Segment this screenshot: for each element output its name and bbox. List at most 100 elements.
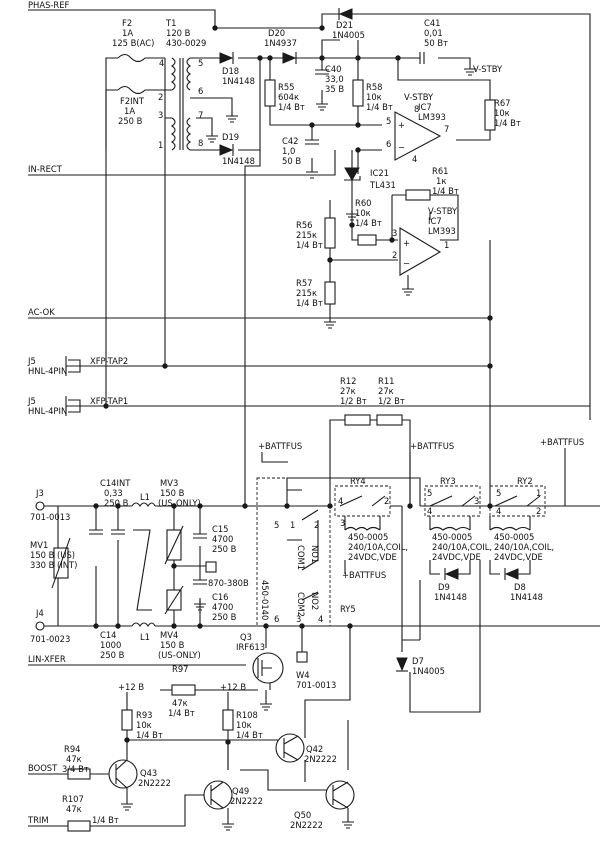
j5b-tap: XFP-TAP1 [90, 396, 128, 406]
net-battfus-2: +BATTFUS [410, 441, 454, 451]
label-text: 150 B (US) [30, 550, 75, 560]
label-text: Q49 [232, 786, 249, 796]
diode-d7 [396, 657, 408, 672]
label-d19: D19 1N4148 [222, 132, 255, 166]
label-text: 3 [474, 496, 479, 506]
label-text: 1N4148 [222, 156, 255, 166]
label-text: L1 [140, 632, 150, 642]
label-text: MV1 [30, 540, 48, 550]
label-text: R11 [378, 376, 394, 386]
diode-d19 [219, 144, 234, 156]
label-text: 240/10A,COIL, [348, 542, 408, 552]
label-text: 4700 [212, 602, 233, 612]
label-text: 2 [384, 496, 389, 506]
label-text: 10к [355, 208, 371, 218]
label-text: 5 [496, 488, 501, 498]
label-text: 450-0140 [260, 580, 270, 620]
j4-ref: J4 [35, 608, 44, 618]
label-text: 47к [172, 698, 188, 708]
label-text: 3/4 Bт [62, 764, 89, 774]
label-text: 35 B [325, 84, 344, 94]
label-text: D20 [268, 28, 285, 38]
label-text: Q3 [240, 632, 252, 642]
label-text: 1/4 Bт [366, 102, 393, 112]
label-text: 250 B [104, 498, 129, 508]
label-text: RY2 [517, 476, 533, 486]
svg-text:−: − [403, 258, 410, 268]
label-text: D8 [514, 582, 526, 592]
w4-ref: W4 [296, 670, 310, 680]
label-text: 6 [386, 139, 391, 149]
label-text: R60 [355, 198, 371, 208]
net-labels: PHAS-REF IN-RECT AC-OK V-STBY LIN-XFER B… [27, 0, 584, 825]
label-text: R12 [340, 376, 356, 386]
label-text: 10к [236, 720, 252, 730]
label-text: 47к [66, 804, 82, 814]
label-text: 250 B [100, 650, 125, 660]
j5a-tap: XFP-TAP2 [90, 356, 128, 366]
label-text: 7 [198, 110, 203, 120]
label-text: Q42 [306, 744, 323, 754]
net-plus12-1: +12 B [118, 682, 144, 692]
label-text: 1A [122, 28, 133, 38]
label-text: R56 [296, 220, 312, 230]
label-text: 1/4 Bт [355, 218, 382, 228]
label-ry5: RY5 450-0140 COM1 NO1 COM2 NO2 5 1 2 6 3… [260, 520, 356, 624]
label-ry3: RY3 450-0005 240/10A,COIL, 24VDC,VDE 5 4… [427, 476, 492, 562]
label-text: F2INT [120, 96, 145, 106]
label-text: 1/4 Bт [494, 118, 521, 128]
label-text: 1N4937 [264, 38, 297, 48]
label-l1-top: L1 [140, 492, 150, 502]
label-text: C41 [424, 18, 441, 28]
label-text: 10к [366, 92, 382, 102]
net-trim: TRIM [27, 815, 49, 825]
label-text: 4 [412, 154, 417, 164]
label-text: R57 [296, 278, 312, 288]
label-text: 6 [274, 614, 279, 624]
label-text: 50 Bт [424, 38, 448, 48]
label-text: R58 [366, 82, 382, 92]
label-text: LM393 [418, 112, 446, 122]
label-text: 4 [427, 506, 432, 516]
diode-d9 [444, 568, 459, 580]
label-text: (US-ONLY) [158, 650, 201, 660]
label-text: 250 B [212, 544, 237, 554]
label-text: 2 [314, 520, 319, 530]
label-text: 1N4148 [434, 592, 467, 602]
label-text: D19 [222, 132, 239, 142]
label-text: 870-380B [208, 578, 249, 588]
label-text: 2 [158, 92, 163, 102]
label-text: 4 [338, 496, 343, 506]
net-lin-xfer: LIN-XFER [28, 654, 66, 664]
label-text: 8 [198, 138, 203, 148]
label-text: 215к [296, 288, 317, 298]
net-ac-ok: AC-OK [28, 307, 55, 317]
label-text: 1N4148 [222, 76, 255, 86]
label-text: R107 [62, 794, 84, 804]
label-text: LM393 [428, 226, 456, 236]
label-text: IC7 [418, 102, 432, 112]
label-text: D7 [412, 656, 424, 666]
label-text: V-STBY [404, 92, 434, 102]
label-text: 1/2 Bт [378, 396, 405, 406]
